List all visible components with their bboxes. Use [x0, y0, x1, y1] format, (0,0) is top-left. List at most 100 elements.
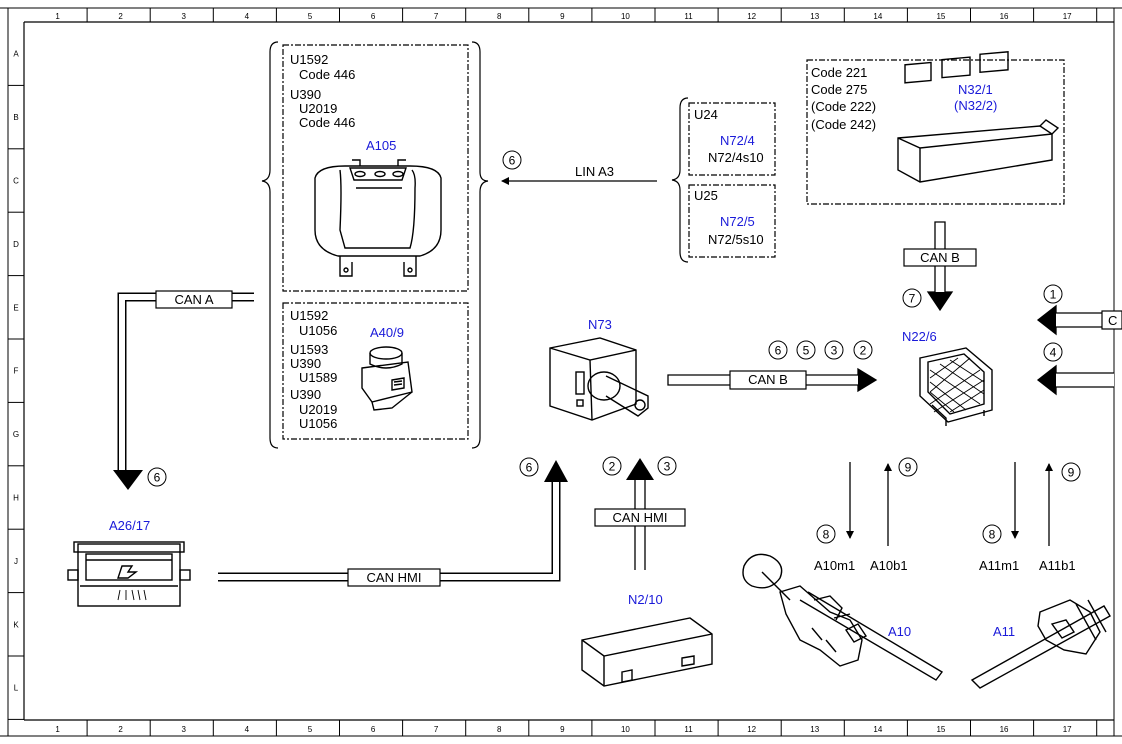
n32-1-group: Code 221 Code 275 (Code 222) (Code 242) …: [806, 51, 1065, 205]
code-a40-1: U1056: [299, 323, 337, 338]
frame-col-label: 12: [747, 12, 756, 21]
frame-col-label: 8: [497, 12, 502, 21]
group-brace-right: [471, 41, 489, 449]
group-brace: [261, 41, 279, 449]
code-a40-4: U1589: [299, 370, 337, 385]
frame-col-label: 1: [55, 725, 60, 734]
bus-can-b-top: CAN B: [920, 250, 960, 265]
code-a40-0: U1592: [290, 308, 328, 323]
callout-hmi-3: 3: [664, 460, 671, 474]
code-n32-2: (Code 222): [811, 99, 876, 114]
n73-component: N73: [549, 317, 649, 421]
code-a40-7: U1056: [299, 416, 337, 431]
code-a40-6: U2019: [299, 402, 337, 417]
frame-row-label: C: [13, 177, 19, 186]
n32-1-control-unit-image: [897, 51, 1060, 183]
callout-can-a: 6: [154, 471, 161, 485]
code-a40-2: U1593: [290, 342, 328, 357]
frame-row-label: G: [13, 430, 19, 439]
label-n72-5s10: N72/5s10: [708, 232, 764, 247]
frame-row-label: B: [13, 113, 18, 122]
callout-a10-9: 9: [905, 461, 912, 475]
a11-steering-column-image: [970, 599, 1111, 689]
right-edge-connections: C 1 4: [1036, 284, 1122, 396]
a26-17-unit-image: [67, 541, 191, 607]
a40-9-controller-image: [361, 346, 413, 411]
label-a40-9: A40/9: [370, 325, 404, 340]
frame-row-label: D: [13, 240, 19, 249]
a40-9-group: U1592 U1056 U1593 U390 U1589 U390 U2019 …: [282, 302, 469, 440]
n72-brace: [671, 97, 689, 263]
frame-col-label: 6: [371, 725, 376, 734]
code-n32-0: Code 221: [811, 65, 867, 80]
code-u25: U25: [694, 188, 718, 203]
n22-6-control-unit-image: [919, 347, 993, 426]
callout-canb-3: 3: [831, 344, 838, 358]
bus-can-c-partial: C: [1108, 313, 1117, 328]
bus-can-a: CAN A: [174, 292, 213, 307]
frame-col-label: 11: [684, 725, 693, 734]
frame-col-label: 16: [1000, 725, 1009, 734]
code-a105-3: U2019: [299, 101, 337, 116]
label-n2-10: N2/10: [628, 592, 663, 607]
code-u24: U24: [694, 107, 718, 122]
frame-col-label: 10: [621, 725, 630, 734]
frame-row-label: A: [13, 50, 19, 59]
frame-col-label: 7: [434, 12, 439, 21]
frame-col-label: 17: [1063, 725, 1072, 734]
can-hmi-mid-connection: CAN HMI 2 3: [594, 456, 686, 570]
n73-ignition-switch-image: [549, 337, 649, 421]
bus-can-hmi-mid: CAN HMI: [613, 510, 668, 525]
bus-can-hmi-bottom: CAN HMI: [367, 570, 422, 585]
label-a11: A11: [993, 624, 1015, 639]
can-hmi-bottom-connection: CAN HMI 6: [218, 457, 568, 587]
label-n22-6: N22/6: [902, 329, 937, 344]
a10-steering-column: A10: [742, 553, 944, 681]
frame-row-label: J: [14, 557, 18, 566]
frame-col-label: 4: [245, 12, 250, 21]
frame-col-label: 5: [308, 12, 313, 21]
frame-col-label: 11: [684, 12, 693, 21]
frame-col-label: 13: [810, 12, 819, 21]
can-b-top-connection: CAN B 7: [902, 221, 977, 312]
callout-1: 1: [1050, 288, 1057, 302]
frame-col-label: 4: [245, 725, 250, 734]
a11-signals: 8 9 A11m1 A11b1: [979, 462, 1081, 573]
n22-6-component: N22/6: [902, 329, 993, 426]
callout-hmi-6: 6: [526, 461, 533, 475]
label-n32-2: (N32/2): [954, 98, 997, 113]
a105-unit-image: [314, 159, 442, 277]
label-n72-4: N72/4: [720, 133, 755, 148]
a10-signals: 8 9 A10m1 A10b1: [814, 457, 918, 573]
bus-can-b-mid: CAN B: [748, 372, 788, 387]
callout-a11-8: 8: [989, 528, 996, 542]
callout-a11-9: 9: [1068, 466, 1075, 480]
frame-row-label: L: [14, 684, 19, 693]
frame-col-label: 3: [182, 725, 187, 734]
a105-group: U1592 Code 446 U390 U2019 Code 446 A105: [282, 44, 469, 292]
code-a105-0: U1592: [290, 52, 328, 67]
callout-a10-8: 8: [823, 528, 830, 542]
a26-17-component: A26/17: [67, 518, 191, 607]
code-a40-3: U390: [290, 356, 321, 371]
label-a10m1: A10m1: [814, 558, 855, 573]
bus-lin-a3: LIN A3: [575, 164, 614, 179]
frame-row-label: F: [14, 367, 19, 376]
callout-7: 7: [909, 292, 916, 306]
n72-4-group: U24 N72/4 N72/4s10: [688, 102, 776, 176]
callout-canb-5: 5: [803, 344, 810, 358]
code-a105-2: U390: [290, 87, 321, 102]
label-n32-1: N32/1: [958, 82, 993, 97]
a11-steering-column: A11: [970, 599, 1111, 689]
callout-4: 4: [1050, 346, 1057, 360]
n72-5-group: U25 N72/5 N72/5s10: [688, 184, 776, 258]
label-a105: A105: [366, 138, 396, 153]
lin-a3-connection: LIN A3 6: [501, 150, 657, 185]
n2-10-control-unit-image: [581, 617, 713, 687]
frame-col-label: 9: [560, 725, 565, 734]
code-a105-1: Code 446: [299, 67, 355, 82]
callout-canb-6: 6: [775, 344, 782, 358]
a10-steering-column-image: [742, 553, 944, 681]
